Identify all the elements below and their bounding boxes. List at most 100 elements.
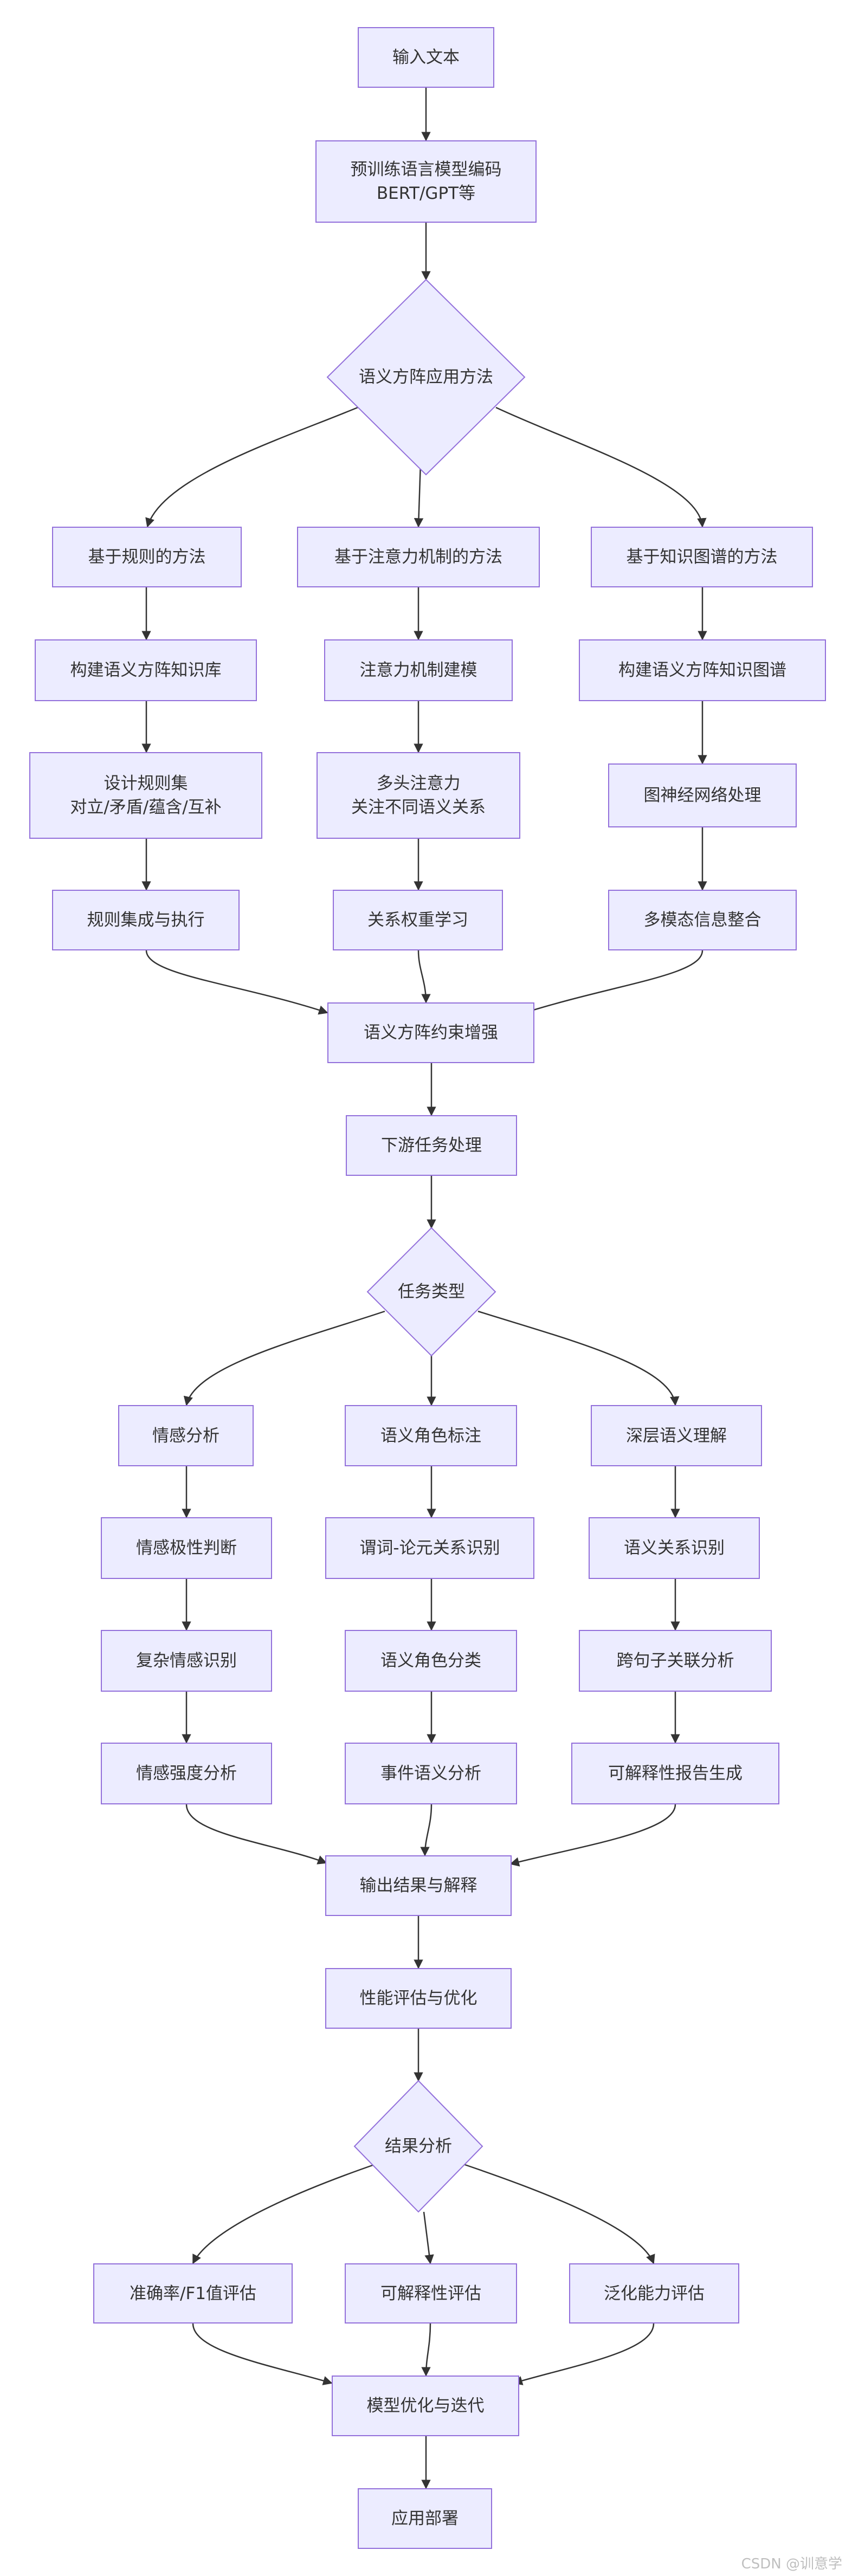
edge-multimodal-constraint	[524, 950, 703, 1015]
node-deploy-label: 应用部署	[391, 2509, 459, 2528]
edge-weight-constraint	[417, 950, 431, 1004]
watermark: CSDN @训意学	[741, 2556, 842, 2572]
node-polarity-label: 情感极性判断	[136, 1538, 237, 1558]
node-interpretability-label: 可解释性评估	[380, 2283, 481, 2303]
node-explain-report-label: 可解释性报告生成	[608, 1764, 743, 1783]
node-model-opt: 模型优化与迭代	[332, 2376, 519, 2436]
node-kg-method-label: 基于知识图谱的方法	[626, 547, 778, 567]
node-output-label: 输出结果与解释	[359, 1876, 477, 1895]
node-input: 输入文本	[358, 27, 494, 88]
node-rules: 设计规则集 对立/矛盾/蕴含/互补	[29, 752, 262, 839]
node-generalization-label: 泛化能力评估	[604, 2283, 705, 2303]
node-downstream: 下游任务处理	[346, 1115, 517, 1176]
node-rule-method: 基于规则的方法	[52, 527, 242, 587]
node-build-kg-label: 构建语义方阵知识图谱	[618, 661, 786, 680]
node-accuracy-label: 准确率/F1值评估	[130, 2283, 256, 2303]
node-srl-label: 语义角色标注	[380, 1426, 481, 1446]
node-method-decision: 语义方阵应用方法	[327, 280, 525, 475]
node-rule-method-label: 基于规则的方法	[88, 547, 206, 567]
node-gnn: 图神经网络处理	[608, 763, 797, 827]
node-constraint-label: 语义方阵约束增强	[364, 1023, 498, 1043]
edge-task-sentiment	[183, 1310, 385, 1406]
node-srl: 语义角色标注	[345, 1405, 517, 1466]
node-build-kg: 构建语义方阵知识图谱	[579, 639, 826, 701]
node-output: 输出结果与解释	[325, 1855, 512, 1916]
node-event-semantic: 事件语义分析	[345, 1743, 517, 1804]
node-input-label: 输入文本	[392, 48, 460, 67]
node-model-opt-label: 模型优化与迭代	[366, 2396, 485, 2416]
node-constraint: 语义方阵约束增强	[327, 1002, 534, 1063]
node-attention-method: 基于注意力机制的方法	[297, 527, 540, 587]
task-decision-shape	[366, 1227, 496, 1357]
node-accuracy: 准确率/F1值评估	[93, 2263, 293, 2323]
node-sentiment-label: 情感分析	[152, 1426, 220, 1446]
node-build-kb-label: 构建语义方阵知识库	[70, 661, 222, 680]
node-interpretability: 可解释性评估	[345, 2263, 517, 2323]
edge-task-deep	[477, 1310, 680, 1406]
node-rule-exec: 规则集成与执行	[52, 890, 240, 950]
node-attention-model-label: 注意力机制建模	[359, 661, 477, 680]
node-deploy: 应用部署	[358, 2488, 492, 2549]
node-pretrain-label-1: 预训练语言模型编码	[350, 160, 502, 179]
node-explain-report: 可解释性报告生成	[571, 1743, 779, 1804]
node-attention-method-label: 基于注意力机制的方法	[334, 547, 502, 567]
node-complex-emotion-label: 复杂情感识别	[136, 1651, 237, 1671]
edge-decision-rule	[145, 406, 358, 528]
node-multihead-label-2: 关注不同语义关系	[351, 798, 486, 817]
node-role-classify: 语义角色分类	[345, 1630, 517, 1692]
node-event-semantic-label: 事件语义分析	[380, 1764, 481, 1783]
node-perf-eval: 性能评估与优化	[325, 1968, 512, 2029]
edge-decision-attention	[414, 461, 424, 528]
node-perf-eval-label: 性能评估与优化	[359, 1989, 477, 2008]
node-task-decision: 任务类型	[367, 1228, 495, 1356]
node-sentiment: 情感分析	[118, 1405, 254, 1466]
node-deep-semantic-label: 深层语义理解	[626, 1426, 727, 1446]
node-cross-sentence: 跨句子关联分析	[579, 1630, 772, 1692]
node-multimodal: 多模态信息整合	[608, 890, 797, 950]
edge-result-generalization	[461, 2163, 655, 2264]
node-cross-sentence-label: 跨句子关联分析	[616, 1651, 734, 1671]
node-result-decision-label: 结果分析	[385, 2137, 452, 2156]
node-semantic-relation: 语义关系识别	[589, 1517, 760, 1579]
edge-general-modelopt	[513, 2323, 655, 2385]
node-kg-method: 基于知识图谱的方法	[591, 527, 813, 587]
node-predicate-arg: 谓词-论元关系识别	[325, 1517, 534, 1579]
node-pretrain: 预训练语言模型编码 BERT/GPT等	[315, 140, 537, 223]
edge-accuracy-modelopt	[192, 2323, 333, 2385]
node-polarity: 情感极性判断	[101, 1517, 272, 1579]
node-gnn-label: 图神经网络处理	[643, 786, 761, 805]
node-semantic-relation-label: 语义关系识别	[624, 1538, 725, 1558]
node-multimodal-label: 多模态信息整合	[643, 910, 761, 930]
node-relation-weight-label: 关系权重学习	[367, 910, 468, 930]
node-rules-label-2: 对立/矛盾/蕴含/互补	[70, 798, 222, 817]
edge-exec-constraint	[145, 950, 328, 1015]
edge-interp-modelopt	[421, 2323, 431, 2377]
node-pretrain-label-2: BERT/GPT等	[376, 184, 476, 203]
node-multihead-label-1: 多头注意力	[376, 774, 461, 793]
node-method-decision-label: 语义方阵应用方法	[359, 367, 493, 387]
node-role-classify-label: 语义角色分类	[380, 1651, 481, 1671]
node-complex-emotion: 复杂情感识别	[101, 1630, 272, 1692]
node-deep-semantic: 深层语义理解	[591, 1405, 762, 1466]
node-result-decision: 结果分析	[354, 2081, 482, 2212]
edge-result-accuracy	[192, 2163, 378, 2264]
edge-report-output	[509, 1804, 676, 1867]
node-predicate-arg-label: 谓词-论元关系识别	[359, 1538, 500, 1558]
node-generalization: 泛化能力评估	[569, 2263, 739, 2323]
node-build-kb: 构建语义方阵知识库	[35, 639, 257, 701]
edge-intensity-output	[185, 1804, 327, 1865]
node-rule-exec-label: 规则集成与执行	[87, 910, 205, 930]
node-rules-label-1: 设计规则集	[104, 774, 188, 793]
node-multihead: 多头注意力 关注不同语义关系	[317, 752, 520, 839]
result-decision-shape	[353, 2080, 483, 2213]
edge-event-output	[420, 1804, 433, 1856]
node-intensity: 情感强度分析	[101, 1743, 272, 1804]
node-intensity-label: 情感强度分析	[136, 1764, 237, 1783]
method-decision-shape	[326, 279, 526, 476]
node-downstream-label: 下游任务处理	[381, 1136, 482, 1155]
edge-decision-kg	[495, 406, 707, 528]
node-task-decision-label: 任务类型	[398, 1282, 465, 1302]
edge-result-interpretability	[423, 2211, 434, 2264]
node-attention-model: 注意力机制建模	[324, 639, 513, 701]
